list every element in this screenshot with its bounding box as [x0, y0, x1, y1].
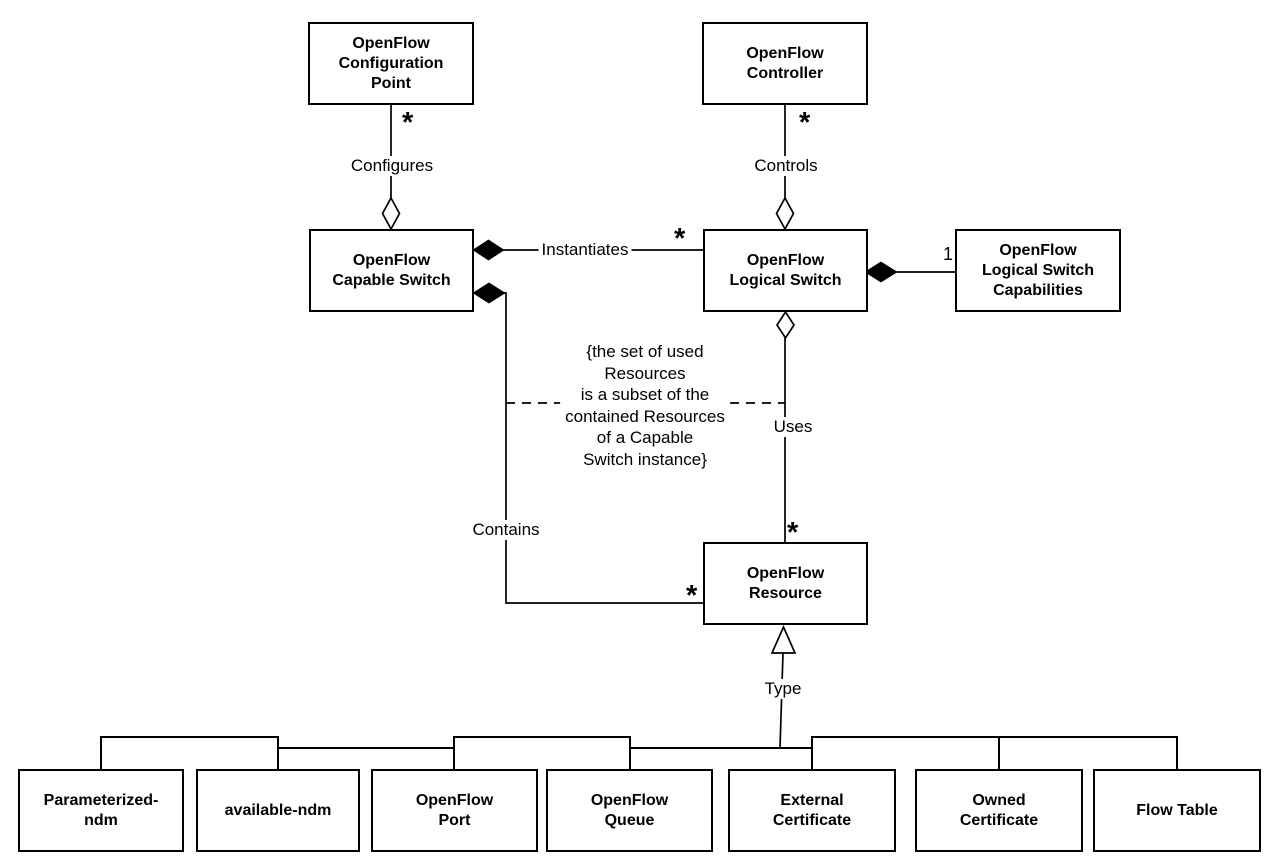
multiplicity-contains: *: [686, 580, 698, 612]
edge-generalization-bus: [100, 736, 1178, 769]
class-label: available-ndm: [224, 801, 332, 819]
class-label: OpenFlow Capable Switch: [332, 251, 451, 289]
class-label: External Certificate: [772, 791, 852, 829]
class-box-flow-table: Flow Table: [1093, 769, 1261, 852]
class-box-openflow-logical-switch: OpenFlow Logical Switch: [703, 229, 868, 312]
class-box-external-certificate: External Certificate: [728, 769, 896, 852]
class-box-owned-certificate: Owned Certificate: [915, 769, 1083, 852]
aggregation-diamond-icon: [381, 196, 401, 231]
generalization-triangle-icon: [770, 624, 797, 654]
class-box-openflow-configuration-point: OpenFlow Configuration Point: [308, 22, 474, 105]
class-box-openflow-capable-switch: OpenFlow Capable Switch: [309, 229, 474, 312]
class-label: Owned Certificate: [959, 791, 1039, 829]
association-label-instantiates: Instantiates: [538, 240, 632, 260]
class-box-openflow-controller: OpenFlow Controller: [702, 22, 868, 105]
class-box-openflow-resource: OpenFlow Resource: [703, 542, 868, 625]
association-label-contains: Contains: [469, 520, 543, 540]
class-label: OpenFlow Queue: [590, 791, 669, 829]
class-box-openflow-queue: OpenFlow Queue: [546, 769, 713, 852]
multiplicity-instantiates: *: [674, 223, 686, 255]
class-box-available-ndm: available-ndm: [196, 769, 360, 852]
composition-diamond-icon: [472, 282, 506, 304]
association-label-uses: Uses: [770, 417, 816, 437]
class-label: OpenFlow Logical Switch Capabilities: [981, 241, 1094, 299]
multiplicity-capabilities: 1: [943, 244, 954, 264]
edge-type: [779, 652, 784, 749]
class-label: OpenFlow Configuration Point: [338, 34, 444, 92]
constraint-note: {the set of used Resources is a subset o…: [560, 341, 730, 470]
association-label-configures: Configures: [347, 156, 437, 176]
aggregation-diamond-icon: [775, 310, 796, 340]
class-label: OpenFlow Controller: [746, 44, 824, 82]
class-label: OpenFlow Logical Switch: [729, 251, 842, 289]
multiplicity-uses: *: [787, 517, 799, 549]
class-label: OpenFlow Port: [415, 791, 494, 829]
class-box-parameterized-ndm: Parameterized- ndm: [18, 769, 184, 852]
class-label: Parameterized- ndm: [43, 791, 159, 829]
aggregation-diamond-icon: [775, 196, 795, 231]
class-label: OpenFlow Resource: [746, 564, 825, 602]
association-label-type: Type: [761, 679, 805, 699]
class-box-openflow-port: OpenFlow Port: [371, 769, 538, 852]
class-label: Flow Table: [1136, 801, 1218, 819]
composition-diamond-icon: [472, 239, 505, 261]
composition-diamond-icon: [864, 261, 898, 283]
class-box-openflow-logical-switch-capabilities: OpenFlow Logical Switch Capabilities: [955, 229, 1121, 312]
association-label-controls: Controls: [751, 156, 821, 176]
multiplicity-configures: *: [402, 107, 414, 139]
multiplicity-controls: *: [799, 107, 811, 139]
